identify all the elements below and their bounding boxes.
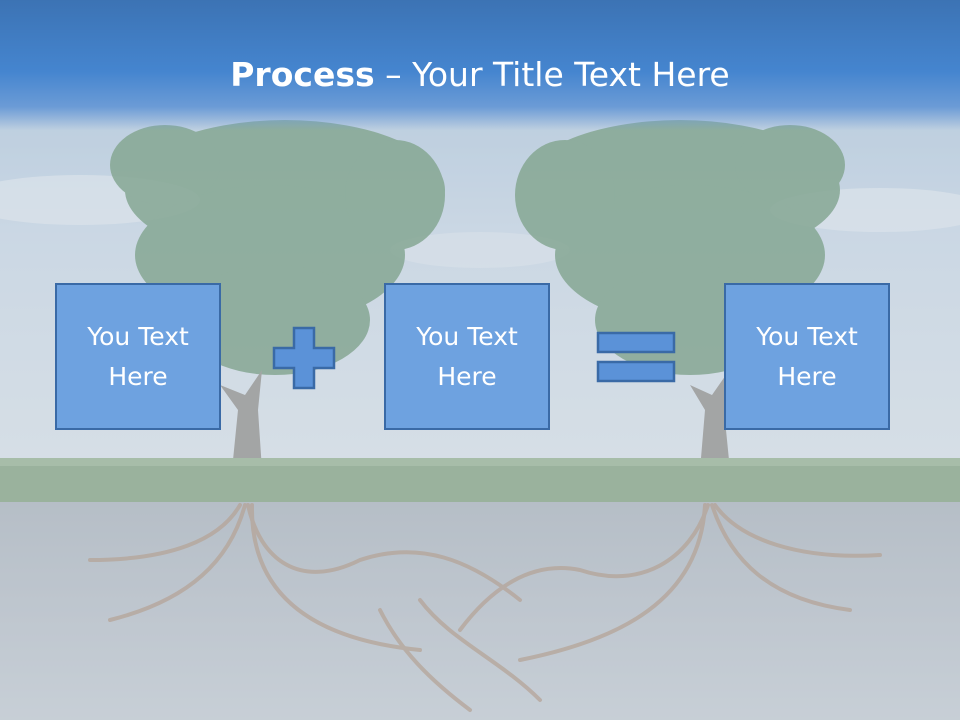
slide-title: Process – Your Title Text Here (0, 52, 960, 98)
process-box-3[interactable]: You Text Here (724, 283, 890, 430)
process-box-3-text: You Text Here (756, 321, 858, 391)
process-box-1-text: You Text Here (87, 321, 189, 391)
title-band (0, 0, 960, 130)
title-rest: – Your Title Text Here (374, 55, 730, 94)
plus-icon (272, 326, 336, 390)
process-box-1[interactable]: You Text Here (55, 283, 221, 430)
title-bold: Process (230, 55, 375, 94)
equals-icon (596, 331, 676, 383)
process-box-2-text: You Text Here (416, 321, 518, 391)
process-box-2[interactable]: You Text Here (384, 283, 550, 430)
